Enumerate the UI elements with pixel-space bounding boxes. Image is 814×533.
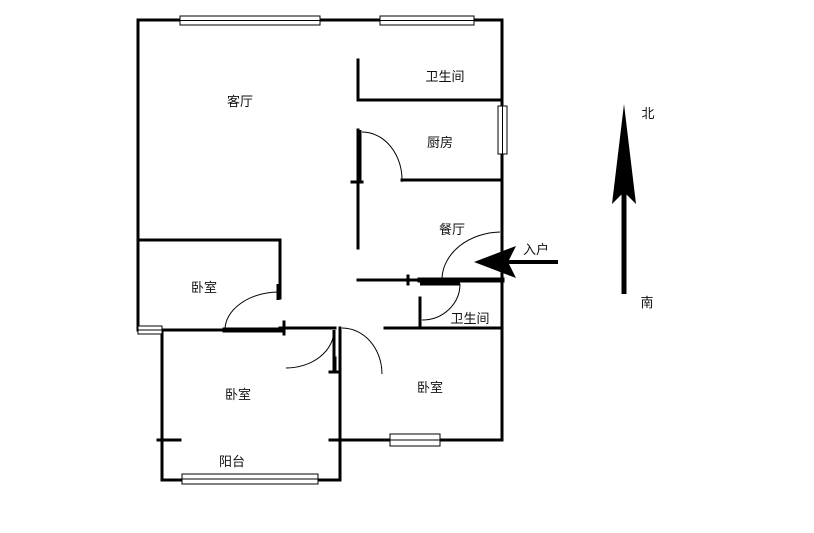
- window-bedroom-bottom: [389, 433, 441, 447]
- window-balcony: [181, 473, 319, 485]
- room-dining: 餐厅: [439, 222, 465, 238]
- room-labels: 客厅 卫生间 厨房 餐厅 卧室 卫生间 卧室 卧室 阳台: [191, 70, 490, 470]
- door-entrance: [441, 231, 501, 279]
- entrance-marker: 入户: [474, 242, 558, 278]
- compass: 北 南: [612, 104, 655, 311]
- door-swings: [224, 131, 501, 375]
- window-kitchen-right: [497, 105, 508, 155]
- room-bedroom-bottom-left: 卧室: [225, 387, 251, 403]
- room-bedroom-left: 卧室: [191, 280, 217, 296]
- room-balcony: 阳台: [219, 455, 245, 470]
- room-bathroom-small: 卫生间: [450, 312, 489, 327]
- room-bathroom-top: 卫生间: [425, 70, 464, 85]
- door-kitchen: [361, 131, 403, 183]
- door-bedroom-bottom-left: [285, 329, 335, 369]
- window-bath-top: [379, 15, 475, 26]
- window-left-small: [137, 325, 163, 335]
- compass-north-label: 北: [641, 107, 654, 122]
- room-bedroom-bottom-right: 卧室: [417, 380, 443, 396]
- windows: [137, 15, 508, 485]
- north-arrow-icon: [612, 104, 636, 204]
- entrance-arrow-icon: [474, 246, 516, 278]
- room-kitchen: 厨房: [427, 135, 453, 151]
- door-bedroom-bottom-right: [341, 327, 383, 375]
- door-leaves: [276, 130, 460, 372]
- door-small-bath: [421, 283, 461, 321]
- window-living-top: [179, 15, 321, 26]
- door-bedroom1: [224, 291, 279, 331]
- walls: [136, 18, 505, 482]
- room-living-room: 客厅: [227, 94, 253, 110]
- entrance-label: 入户: [523, 242, 549, 258]
- compass-south-label: 南: [640, 295, 653, 311]
